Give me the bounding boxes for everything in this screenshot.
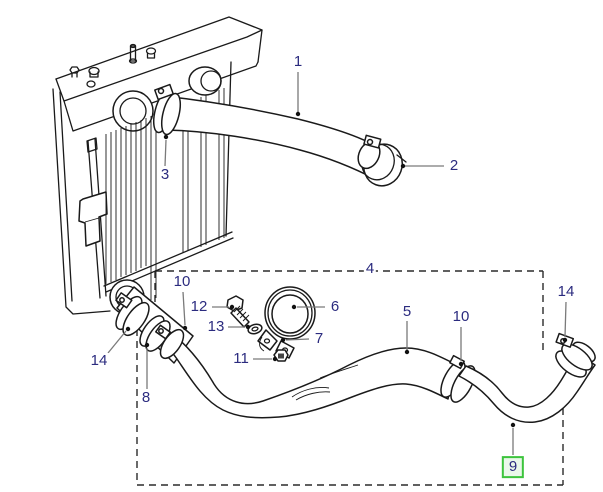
hose-clamp-14-left (115, 292, 150, 337)
washer-13 (247, 323, 263, 335)
top-hose (158, 95, 391, 181)
radiator (52, 16, 263, 315)
leader-dot-11 (272, 356, 278, 362)
callout-1[interactable]: 1 (291, 53, 305, 71)
leader-dot-1 (295, 111, 301, 117)
callout-10-right[interactable]: 10 (450, 308, 472, 326)
callout-7[interactable]: 7 (312, 330, 326, 348)
callout-5[interactable]: 5 (400, 303, 414, 321)
screw-12 (226, 295, 250, 328)
hose-clamp-10-left (155, 324, 185, 360)
leader-line-14-right (564, 301, 567, 338)
hose-clamp-3 (152, 83, 182, 136)
leader-dot-10-right (458, 361, 464, 367)
leader-dot-3 (163, 134, 169, 140)
callout-11[interactable]: 11 (231, 350, 251, 368)
radiator-core-fins (105, 88, 225, 300)
hose-clamp-10-right (440, 354, 476, 403)
leader-dot-9 (510, 422, 516, 428)
leader-dot-13 (245, 324, 251, 330)
hose-clamp-14-right (555, 332, 596, 378)
leader-line-14-left (107, 330, 127, 354)
leader-line-10-left (182, 291, 186, 326)
leader-dot-7 (280, 337, 286, 343)
leader-dot-14-right (562, 337, 568, 343)
callout-8[interactable]: 8 (139, 389, 153, 407)
callout-3[interactable]: 3 (158, 166, 172, 184)
callout-12[interactable]: 12 (188, 298, 210, 316)
nut-11 (273, 349, 289, 362)
callout-2[interactable]: 2 (447, 157, 461, 175)
callout-10-left[interactable]: 10 (171, 273, 193, 291)
callout-6[interactable]: 6 (328, 298, 342, 316)
callout-4[interactable]: 4 (363, 260, 377, 278)
radiator-filler-port (112, 90, 154, 132)
hose-clamp-2 (357, 134, 407, 187)
leader-line-7 (285, 338, 310, 341)
leader-dot-2 (400, 163, 406, 169)
callout-14-left[interactable]: 14 (88, 352, 110, 370)
leader-dot-10-left (182, 325, 188, 331)
leader-dot-8 (144, 342, 150, 348)
callout-13[interactable]: 13 (205, 318, 227, 336)
leader-dot-6 (291, 304, 297, 310)
callout-14-right[interactable]: 14 (555, 283, 577, 301)
lower-hose-rear (458, 352, 596, 424)
radiator-side-bracket (78, 191, 108, 247)
leader-dot-5 (404, 349, 410, 355)
leader-line-3 (164, 139, 167, 167)
lower-hose-front (155, 331, 456, 419)
callout-leader-lines (107, 72, 568, 455)
radiator-side-port (188, 66, 222, 96)
p-clip-6 (257, 286, 316, 359)
callout-9[interactable]: 9 (501, 456, 525, 478)
leader-dot-12 (229, 304, 235, 310)
leader-dot-14-left (125, 326, 131, 332)
kit-boundary-dashed-box (136, 270, 564, 486)
radiator-top-bolts (69, 43, 157, 88)
